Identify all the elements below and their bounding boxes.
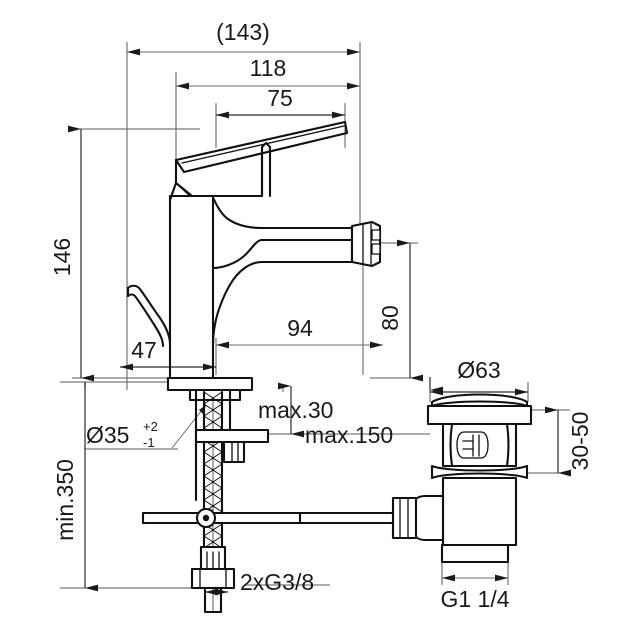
label-75: 75	[267, 85, 293, 111]
waste-stopper-cap	[430, 393, 529, 408]
mixer-body-geometry	[126, 120, 382, 380]
label-d35: Ø35	[86, 422, 129, 448]
label-94: 94	[287, 315, 313, 341]
label-143: (143)	[216, 19, 270, 45]
label-d35-tol-plus: +2	[143, 419, 158, 434]
deck-flange	[166, 376, 254, 392]
waste-flange-plate	[426, 404, 533, 426]
waste-body-tube	[441, 476, 518, 547]
waste-lower-flange	[430, 464, 529, 480]
label-max150: max.150	[305, 422, 393, 448]
spout-upper-curve	[211, 196, 264, 230]
pull-rod-pivot-pin	[202, 514, 210, 522]
label-min350: min.350	[52, 459, 78, 541]
label-47: 47	[131, 337, 157, 363]
label-146: 146	[49, 238, 75, 276]
label-max30: max.30	[258, 397, 333, 423]
stud-collar	[188, 388, 242, 402]
label-d35-group: Ø35 +2 -1	[86, 419, 158, 450]
lever-handle	[174, 120, 349, 174]
waste-pull-rod	[141, 511, 302, 525]
label-30-50: 30-50	[567, 412, 593, 471]
dimension-labels: (143) 118 75 146 min.350 47 94 80 Ø35 +2…	[49, 19, 593, 612]
pull-rod-upper	[126, 284, 172, 346]
hose-tail	[203, 586, 223, 614]
waste-thread-tube	[440, 543, 510, 564]
barrel-right-groove	[505, 422, 510, 468]
column-top-bevel	[168, 181, 178, 202]
label-d63: Ø63	[457, 357, 500, 383]
label-g114: G1 1/4	[440, 586, 509, 612]
leader-d35	[171, 404, 207, 449]
label-d35-tol-minus: -1	[143, 435, 155, 450]
cartridge-collar	[260, 141, 272, 198]
label-118: 118	[250, 55, 287, 81]
spout-lower-curve	[211, 238, 264, 270]
dimension-lines	[68, 48, 571, 596]
pop-up-waste-assembly	[298, 393, 533, 564]
cap-bevel	[175, 182, 191, 197]
g38-hex-nut	[190, 567, 236, 590]
label-80: 80	[377, 305, 403, 331]
barrel-left-groove	[449, 422, 454, 468]
label-2xg38: 2xG3/8	[240, 569, 314, 595]
mounting-nut	[222, 440, 246, 464]
pull-rod-lower	[126, 293, 165, 348]
spout-under-curve	[211, 260, 264, 347]
lever-handle-edge	[181, 125, 345, 164]
mounting-bracket	[194, 428, 270, 444]
waste-linkage-nut	[391, 496, 418, 540]
